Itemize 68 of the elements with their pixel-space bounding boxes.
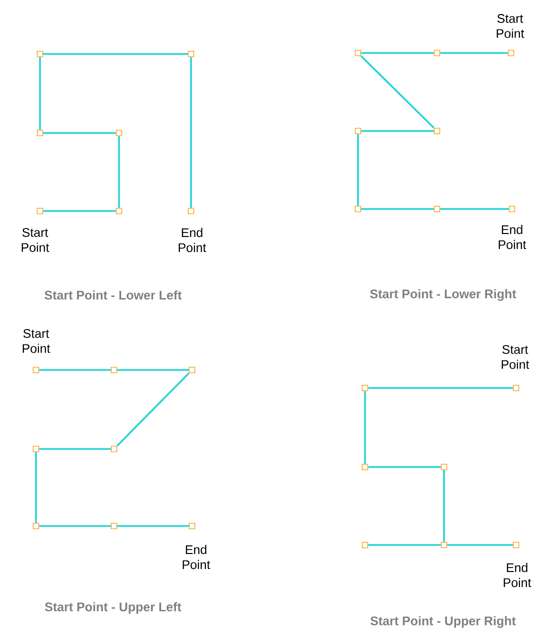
line-segment bbox=[117, 525, 189, 527]
line-segment bbox=[364, 391, 366, 464]
point-label: Start Point bbox=[502, 345, 530, 369]
vertex-marker bbox=[36, 50, 44, 58]
vertex-marker bbox=[188, 50, 194, 58]
line-segment bbox=[360, 55, 434, 129]
line-segment bbox=[43, 132, 116, 134]
vertex-marker bbox=[36, 208, 44, 214]
point-label: Start Point bbox=[496, 14, 524, 38]
line-segment bbox=[190, 57, 192, 208]
vertex-marker bbox=[188, 366, 196, 374]
panel-caption: Start Point - Upper Right bbox=[370, 616, 516, 628]
vertex-marker bbox=[354, 128, 362, 134]
panel-caption: Start Point - Lower Left bbox=[44, 290, 182, 300]
line-segment bbox=[443, 470, 445, 542]
vertex-marker bbox=[362, 464, 368, 470]
vertex-marker bbox=[188, 522, 196, 530]
line-segment bbox=[368, 466, 441, 468]
vertex-marker bbox=[434, 206, 440, 212]
vertex-marker bbox=[32, 366, 40, 374]
vertex-marker bbox=[362, 542, 368, 548]
point-label: End Point bbox=[498, 224, 526, 250]
vertex-marker bbox=[354, 206, 362, 212]
line-segment bbox=[361, 52, 434, 54]
vertex-marker bbox=[440, 464, 448, 470]
vertex-marker bbox=[508, 206, 516, 212]
vertex-marker bbox=[36, 130, 44, 136]
line-segment bbox=[39, 369, 111, 371]
line-segment bbox=[447, 544, 513, 546]
vertex-marker bbox=[362, 384, 368, 392]
vertex-marker bbox=[110, 366, 118, 374]
line-segment bbox=[361, 208, 434, 210]
line-segment bbox=[368, 544, 441, 546]
vertex-marker bbox=[508, 50, 514, 56]
line-segment bbox=[357, 134, 359, 206]
line-segment bbox=[440, 208, 509, 210]
vertex-marker bbox=[116, 130, 122, 136]
line-segment bbox=[440, 52, 508, 54]
line-segment bbox=[39, 448, 111, 450]
vertex-marker bbox=[434, 128, 440, 134]
vertex-marker bbox=[32, 522, 40, 530]
line-segment bbox=[39, 525, 111, 527]
line-segment bbox=[118, 136, 120, 208]
vertex-marker bbox=[116, 208, 122, 214]
point-label: End Point bbox=[504, 562, 532, 588]
vertex-marker bbox=[110, 522, 118, 530]
line-segment bbox=[35, 452, 37, 523]
point-label: End Point bbox=[182, 544, 210, 570]
line-segment bbox=[361, 130, 434, 132]
vertex-marker bbox=[354, 50, 362, 56]
line-segment bbox=[43, 53, 188, 55]
line-segment bbox=[117, 369, 189, 371]
panel-caption: Start Point - Lower Right bbox=[370, 289, 516, 301]
vertex-marker bbox=[434, 50, 440, 56]
vertex-marker bbox=[32, 446, 40, 452]
vertex-marker bbox=[188, 208, 194, 214]
line-segment bbox=[368, 387, 513, 389]
line-segment bbox=[116, 372, 190, 446]
point-label: End Point bbox=[178, 228, 206, 252]
vertex-marker bbox=[512, 542, 520, 548]
point-label: Start Point bbox=[22, 329, 50, 353]
vertex-marker bbox=[440, 542, 448, 548]
vertex-marker bbox=[110, 446, 118, 452]
vertex-marker bbox=[512, 384, 520, 392]
line-segment bbox=[39, 57, 41, 130]
line-segment bbox=[43, 210, 116, 212]
panel-caption: Start Point - Upper Left bbox=[44, 602, 182, 614]
point-label: Start Point bbox=[22, 228, 50, 252]
